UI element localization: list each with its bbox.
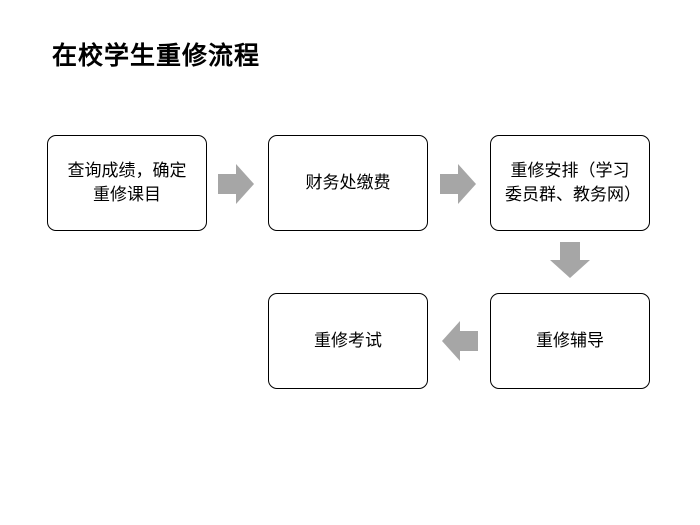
step-label: 重修考试 — [314, 331, 382, 351]
step-query-grades: 查询成绩，确定重修课目 — [47, 135, 207, 231]
step-label: 查询成绩，确定重修课目 — [67, 161, 187, 205]
step-label: 重修安排（学习委员群、教务网） — [505, 161, 641, 205]
arrow-down-icon — [550, 242, 590, 278]
step-finance-payment: 财务处缴费 — [268, 135, 428, 231]
arrow-right-icon — [440, 164, 476, 204]
step-retake-exam: 重修考试 — [268, 293, 428, 389]
step-retake-arrangement: 重修安排（学习委员群、教务网） — [490, 135, 650, 231]
arrow-right-icon — [218, 164, 254, 204]
arrow-left-icon — [442, 321, 478, 361]
step-retake-tutoring: 重修辅导 — [490, 293, 650, 389]
step-label: 重修辅导 — [536, 331, 604, 351]
step-label: 财务处缴费 — [305, 173, 391, 193]
page-title: 在校学生重修流程 — [52, 41, 261, 70]
